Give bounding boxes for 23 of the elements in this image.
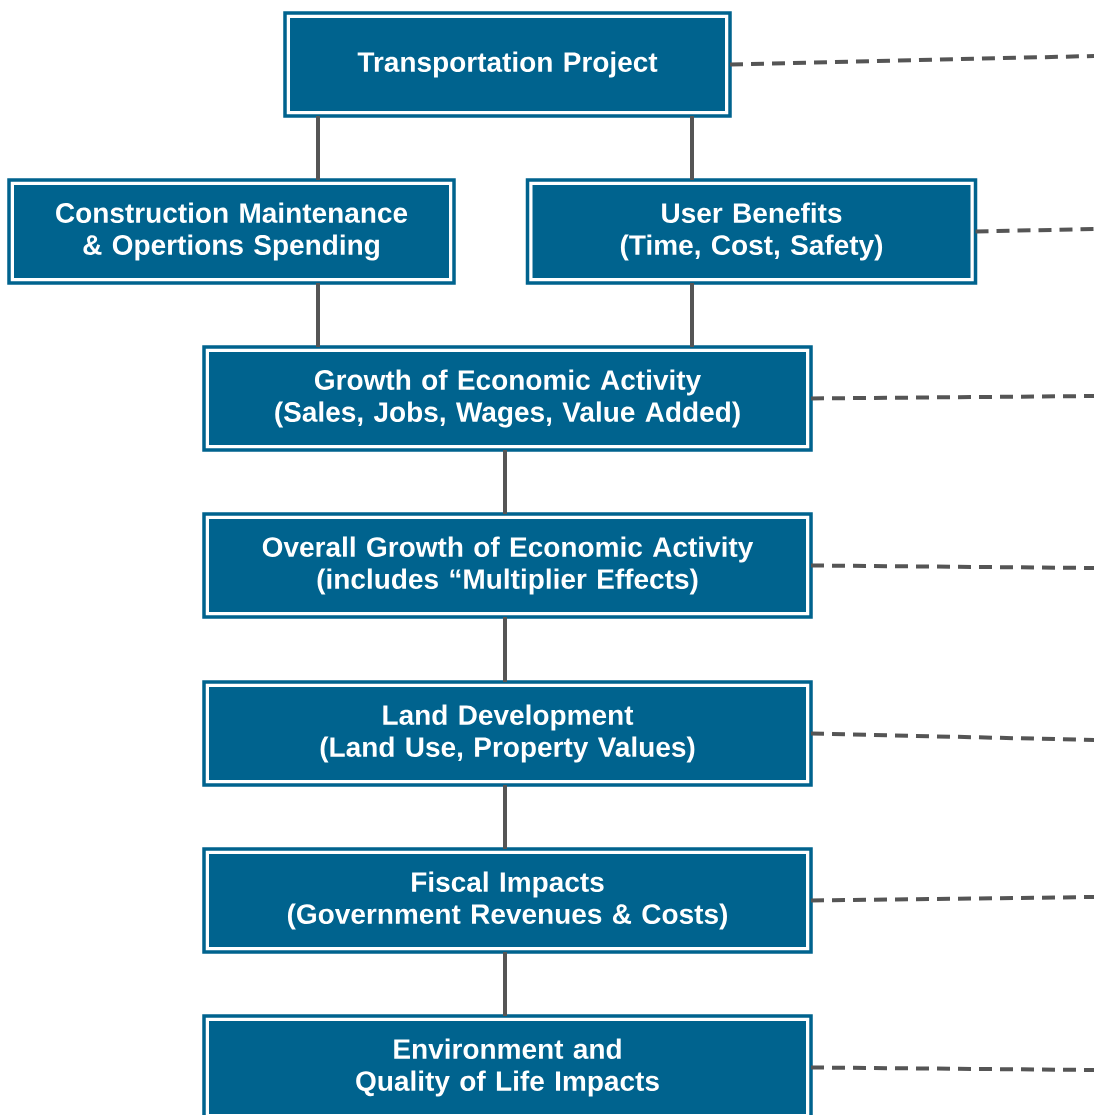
connector-line — [690, 116, 694, 180]
dashed-line — [811, 1065, 1094, 1072]
connector-line — [503, 785, 507, 849]
connector-line — [316, 116, 320, 180]
dashed-line — [975, 227, 1094, 234]
connector-line — [690, 283, 694, 347]
connector-line — [503, 952, 507, 1016]
dashed-line — [811, 895, 1094, 903]
dashed-line — [811, 394, 1094, 401]
connector-line — [503, 450, 507, 514]
process-box: Growth of Economic Activity (Sales, Jobs, Wages, Value Added) — [202, 345, 813, 452]
process-box: Environment and Quality of Life Impacts — [202, 1014, 813, 1115]
process-box: Overall Growth of Economic Activity (includes “Multiplier Effects) — [202, 512, 813, 619]
connector-line — [316, 283, 320, 347]
process-box: Transportation Project — [283, 11, 732, 118]
dashed-line — [811, 563, 1094, 570]
process-box: Land Development (Land Use, Property Values) — [202, 680, 813, 787]
dashed-line — [810, 731, 1094, 742]
process-box: User Benefits (Time, Cost, Safety) — [525, 178, 978, 285]
connector-line — [503, 617, 507, 682]
process-box: Construction Maintenance & Opertions Spending — [7, 178, 456, 285]
process-box: Fiscal Impacts (Government Revenues & Costs) — [202, 847, 813, 954]
dashed-line — [729, 54, 1094, 67]
